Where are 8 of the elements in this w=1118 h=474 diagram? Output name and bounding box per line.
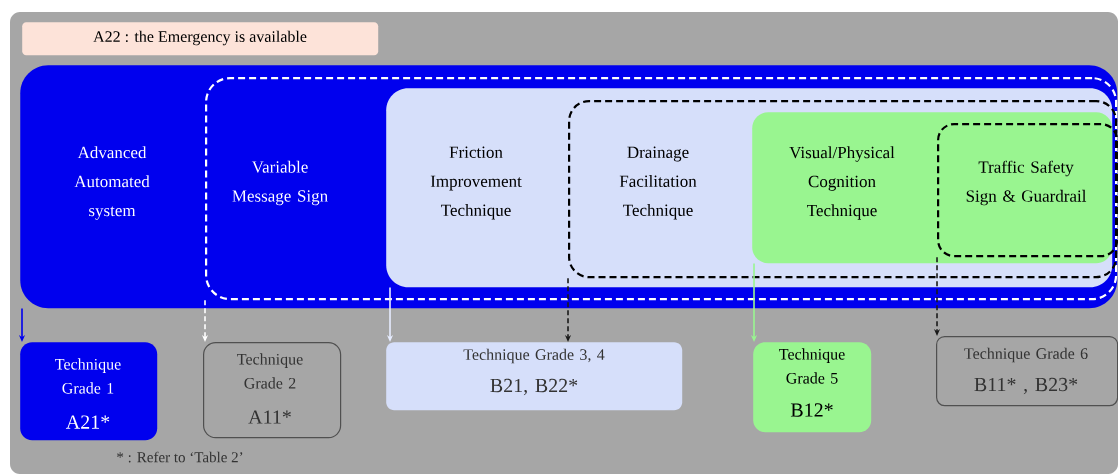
grade-box: Technique Grade 6 B11* , B23* — [936, 336, 1118, 407]
grade-box: Technique Grade 2 A11* — [203, 342, 342, 439]
grade-box: Technique Grade 1 A21* — [20, 342, 158, 441]
footnote: * : Refer to ‘Table 2’ — [117, 451, 243, 463]
caption-box: A22 : the Emergency is available — [22, 22, 379, 56]
grade-box: Technique Grade 3, 4 B21, B22* — [386, 342, 683, 411]
dashed-region: Traffic Safety Sign & Guardrail — [937, 123, 1118, 258]
grade-box: Technique Grade 5 B12* — [753, 342, 872, 433]
